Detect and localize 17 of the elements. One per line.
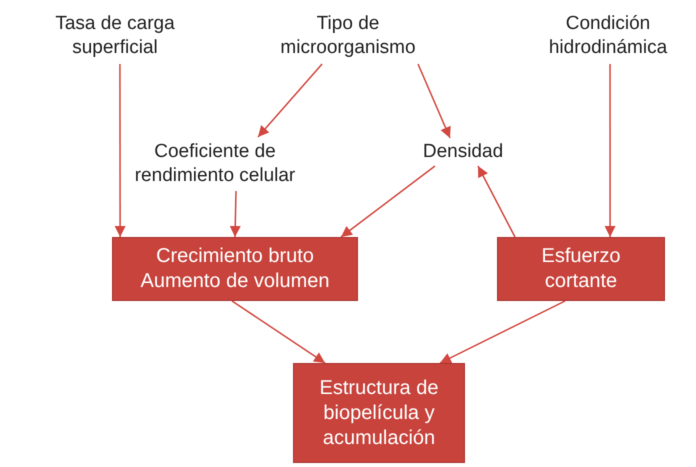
arrow	[477, 166, 516, 238]
result-box: Estructura de biopelícula y acumulación	[293, 363, 465, 463]
process-box: Esfuerzo cortante	[497, 237, 665, 301]
arrow	[114, 64, 126, 237]
input-label: Tipo de microorganismo	[258, 8, 438, 64]
arrow	[340, 165, 436, 238]
input-label: Condición hidrodinámica	[523, 8, 693, 64]
factor-label: Coeficiente de rendimiento celular	[115, 137, 315, 191]
factor-label: Densidad	[413, 138, 513, 166]
input-label: Tasa de carga superficial	[30, 8, 200, 64]
arrow	[604, 64, 616, 237]
process-box: Crecimiento bruto Aumento de volumen	[112, 237, 358, 301]
arrow	[232, 300, 326, 364]
arrow	[440, 300, 566, 364]
arrow	[257, 64, 323, 138]
arrow	[417, 64, 451, 138]
arrow	[230, 190, 241, 238]
